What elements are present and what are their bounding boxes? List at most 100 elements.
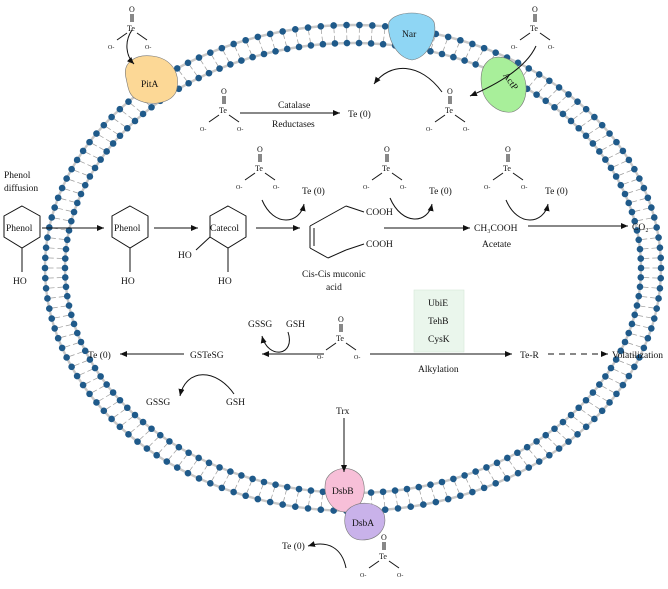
lipid-head [546,77,553,85]
lipid-head [493,459,501,467]
lipid-head [148,425,155,433]
lipid-head [116,423,124,431]
lipid-head [93,130,100,137]
phenol-inside-ho: HO [121,277,135,287]
lipid-head [625,199,633,207]
tellurite-oxygen-minus: O- [363,185,369,191]
lipid-head [613,390,620,398]
lipid-head [523,443,531,451]
lipid-head [73,156,81,164]
tellurite-oxygen-minus: O- [200,127,206,133]
te0-dsba: Te (0) [282,541,305,552]
lipid-head [70,320,78,328]
lipid-head [555,84,563,91]
lipid-head [63,175,70,182]
lipid-head [625,372,633,380]
catecol-label: Catecol [210,224,239,234]
lipid-head [295,43,303,51]
tellurite-oxygen-minus: O- [511,45,517,51]
lipid-head [514,449,521,457]
phenol-outside-ho: HO [13,277,27,287]
lipid-head [657,264,665,272]
lipid-head [415,483,423,491]
tellurite-oxygen: O [532,5,538,14]
tellurite-oxygen-minus: O- [397,573,403,579]
lipid-head [331,40,339,47]
lipid-head [582,423,590,431]
lipid-head [567,411,575,419]
lipid-head [640,344,648,352]
lipid-head [621,190,629,198]
lipid-head [633,302,641,309]
lipid-head [535,71,543,78]
lipid-head [205,459,213,467]
lipid-head [227,61,234,68]
lipid-head [381,23,389,30]
lipid-head [644,194,652,202]
lipid-head [173,464,181,471]
lipid-head [381,506,389,513]
bond [345,342,357,351]
tellurite-oxygen-minus: O- [236,185,242,191]
lipid-head [379,40,387,48]
lipid-head [535,458,543,465]
lipid-head [613,138,620,146]
lipid-head [125,431,132,438]
lipid-head [79,147,87,155]
lipid-head [73,372,81,380]
lipid-head [65,302,73,309]
lipid-head [483,464,490,471]
lipid-head [635,292,643,300]
acetic-acid-label: CH₃COOH [474,224,518,234]
alkylation-enzyme-box: UbiE TehB CysK [413,289,465,353]
lipid-head [218,44,226,52]
lipid-head [68,363,75,371]
lipid-head [625,156,633,164]
lipid-head [108,415,115,423]
lipid-head [238,472,245,479]
lipid-head [551,425,558,433]
lipid-head [68,165,75,173]
lipid-head [238,57,245,64]
lipid-head [575,404,583,412]
lipid-head [131,411,139,419]
gsh-lower: GSH [226,398,245,408]
lipid-head [143,445,151,452]
lipid-head [619,381,627,389]
muconic-label-line2: acid [326,283,342,293]
lipid-head [283,483,291,491]
te0-reduced-membrane: Te (0) [348,109,371,120]
tellurite-oxygen-minus: O- [426,127,432,133]
tellurite-oxygen: O [505,145,511,154]
lipid-head [653,305,660,312]
muconic-cooh-top: COOH [366,208,393,218]
muconic-cooh-bottom: COOH [366,240,393,250]
lipid-head [63,236,71,244]
lipid-head [86,356,94,363]
lipid-head [304,505,312,512]
lipid-head [514,469,522,477]
lipid-head [555,445,563,452]
lipid-head [249,53,256,61]
lipid-head [304,24,312,31]
lipid-head [46,305,53,312]
lipid-head [42,244,50,251]
lipid-head [503,475,511,482]
lipid-head [100,121,108,129]
bond [371,172,383,181]
muconic-acid-structure: COOH COOH [309,205,393,259]
reductases-label: Reductases [272,120,315,130]
lipid-head [525,464,533,471]
lipid-head [636,245,644,253]
lipid-head [116,105,124,113]
tellurite-oxygen-minus: O- [463,127,469,133]
lipid-head [637,264,645,272]
lipid-head [565,438,572,445]
bond [388,560,400,569]
lipid-head [598,407,606,415]
tellurite-oxygen: O [384,145,390,154]
lipid-head [612,356,620,363]
lipid-head [582,105,590,113]
lipid-head [61,255,69,262]
lipid-head [81,181,89,189]
